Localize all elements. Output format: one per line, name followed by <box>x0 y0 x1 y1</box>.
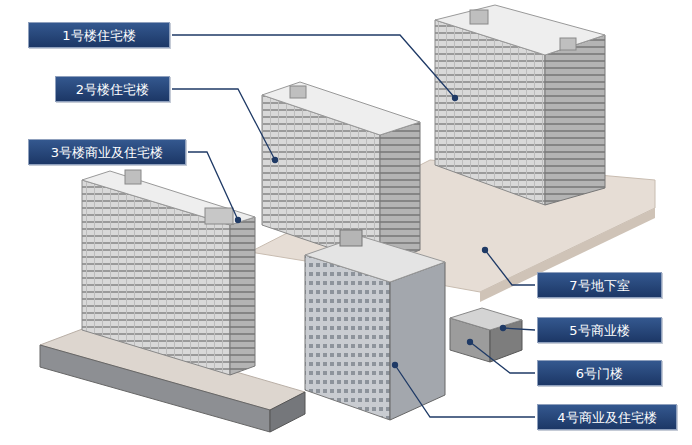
callout-box: 4号商业及住宅楼 <box>537 404 677 430</box>
callout-box: 7号地下室 <box>537 272 662 298</box>
callout-label: 7号地下室 <box>569 279 629 292</box>
callout-label: 1号楼住宅楼 <box>62 29 135 42</box>
callout-box: 3号楼商业及住宅楼 <box>28 139 186 165</box>
callout-label: 4号商业及住宅楼 <box>557 411 656 424</box>
callout-label: 5号商业楼 <box>569 324 629 337</box>
callout-box: 1号楼住宅楼 <box>28 22 170 48</box>
callout-label: 3号楼商业及住宅楼 <box>51 146 163 159</box>
callout-label: 6号门楼 <box>576 367 623 380</box>
callout-box: 6号门楼 <box>537 360 662 386</box>
callout-label: 2号楼住宅楼 <box>76 83 149 96</box>
callout-box: 5号商业楼 <box>537 317 662 343</box>
callout-box: 2号楼住宅楼 <box>55 76 170 102</box>
